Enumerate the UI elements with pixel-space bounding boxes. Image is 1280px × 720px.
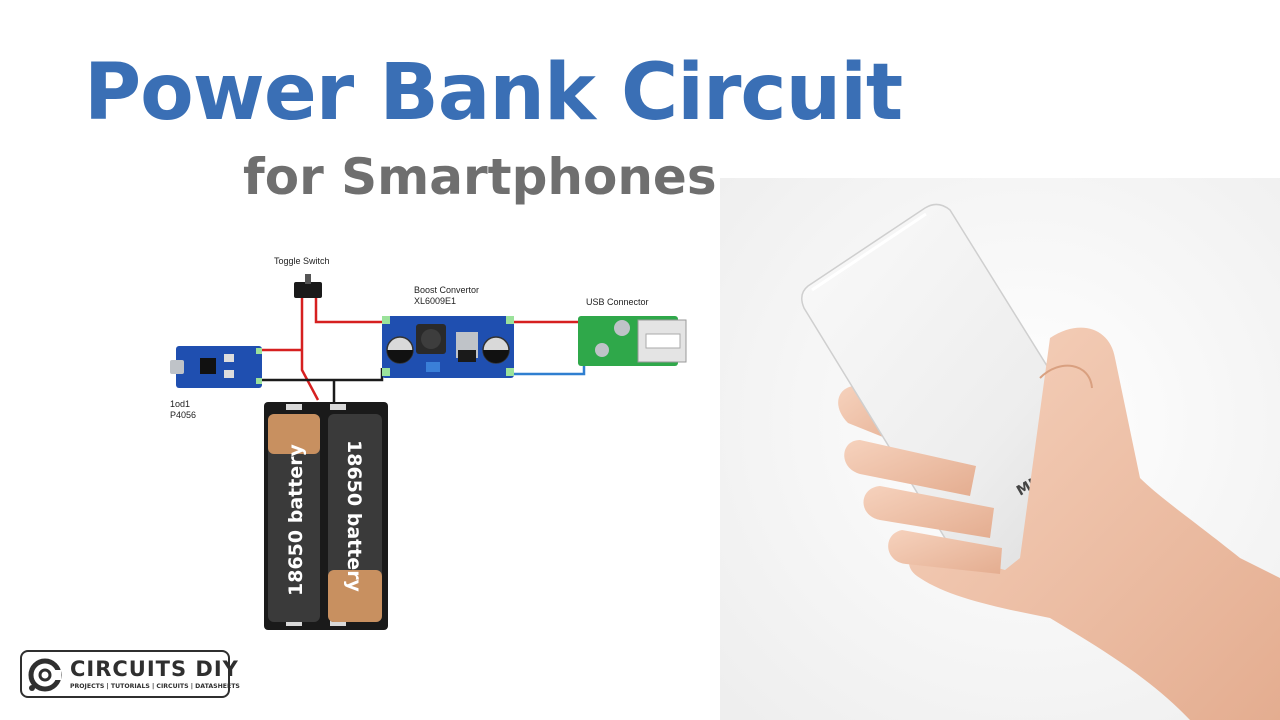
brand-logo: CIRCUITS DIY PROJECTS | TUTORIALS | CIRC…: [20, 650, 240, 698]
charger-module: [170, 346, 262, 388]
toggle-switch-label: Toggle Switch: [274, 256, 330, 266]
battery-right: 18650 battery: [328, 414, 382, 622]
wire-switch-battery: [300, 298, 320, 401]
boost-converter-label: Boost Convertor: [414, 285, 479, 295]
page-subtitle: for Smartphones: [243, 148, 717, 206]
wire-ground: [260, 368, 384, 382]
hand-finger-3: [888, 530, 1002, 574]
battery-left: 18650 battery: [268, 414, 320, 622]
wire-boost-usb-negative: [512, 360, 586, 376]
battery-left-label: 18650 battery: [285, 443, 307, 596]
hand-finger-2: [863, 486, 994, 538]
circuit-diagram: Toggle Switch Boost Convertor XL6009E1 U…: [170, 256, 687, 630]
usb-connector-module: [578, 316, 687, 366]
brand-logo-mark-icon: [28, 658, 62, 692]
micro-usb-port: [170, 360, 184, 374]
hand-finger-1: [844, 440, 976, 496]
boost-converter-model-label: XL6009E1: [414, 296, 456, 306]
brand-tagline: PROJECTS | TUTORIALS | CIRCUITS | DATASH…: [70, 683, 240, 690]
brand-name: CIRCUITS DIY: [70, 657, 239, 681]
charger-module-model-label: P4056: [170, 410, 196, 420]
charger-module-label: 1od1: [170, 399, 190, 409]
toggle-switch: [294, 274, 322, 298]
usb-connector-label: USB Connector: [586, 297, 649, 307]
hand: [844, 327, 1280, 720]
boost-converter: [382, 316, 514, 378]
power-bank-photo: MI: [720, 178, 1280, 720]
battery-holder: 18650 battery 18650 battery: [264, 402, 388, 630]
page-title: Power Bank Circuit: [84, 48, 903, 138]
wire-switch-boost: [314, 298, 382, 324]
battery-right-label: 18650 battery: [343, 440, 365, 593]
trim-potentiometer: [426, 362, 440, 372]
